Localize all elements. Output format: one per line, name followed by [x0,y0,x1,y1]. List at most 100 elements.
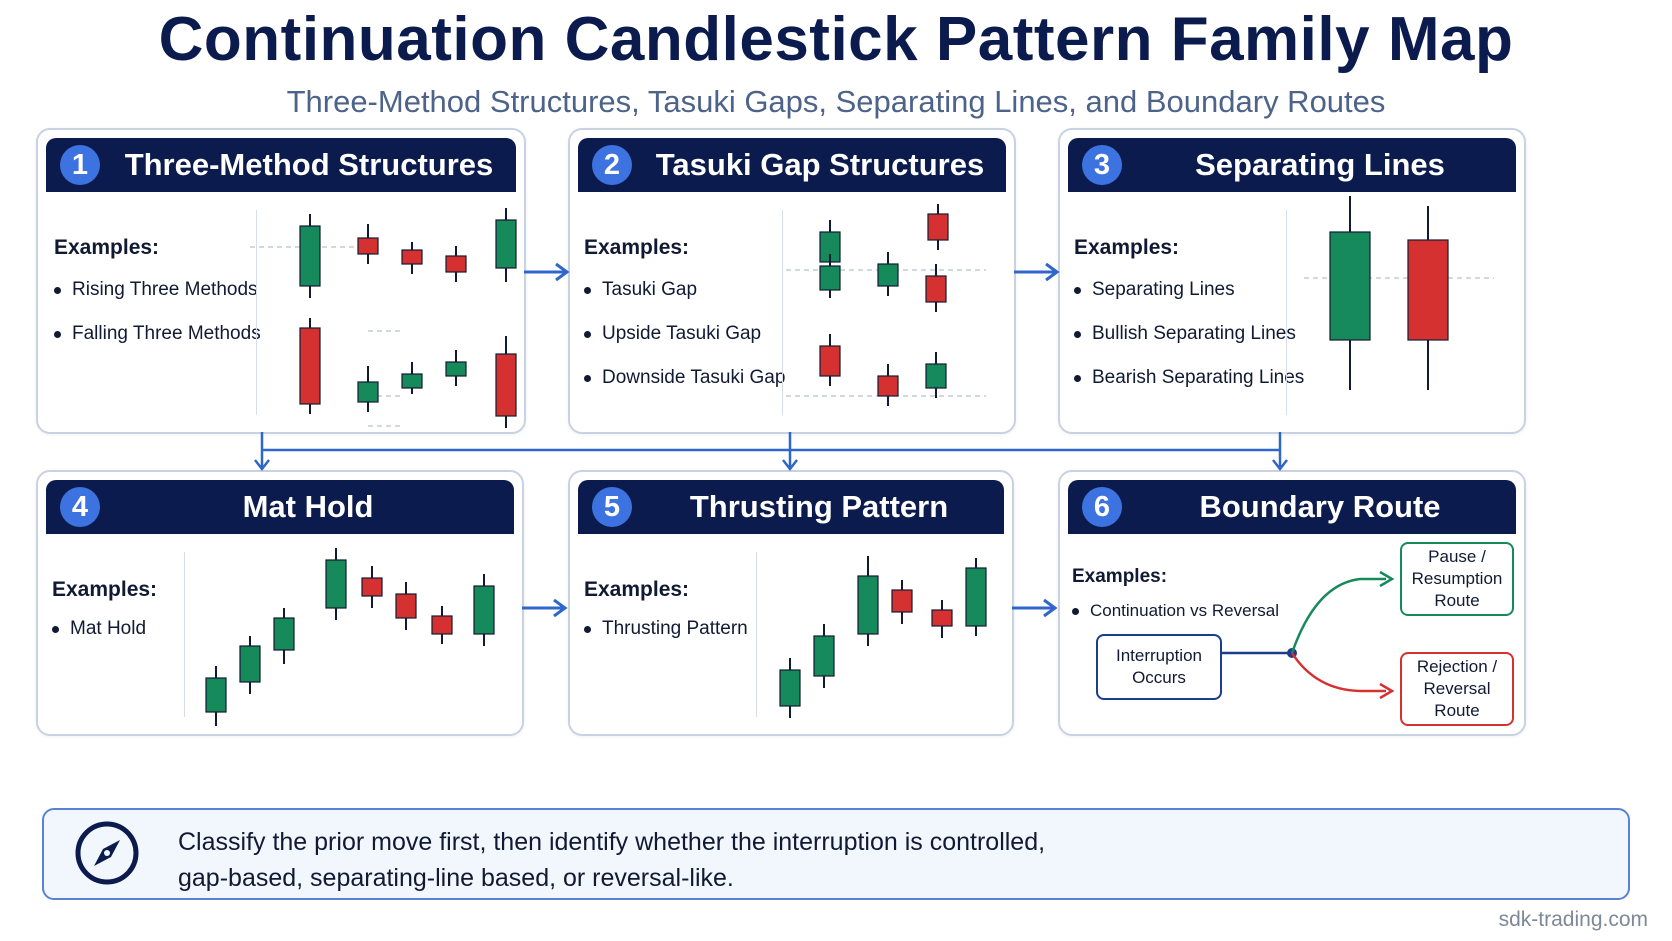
panel-header: 6 Boundary Route [1068,480,1516,534]
row-connector-lines [254,432,1288,472]
three-method-candles [250,208,517,428]
bearish-candle [299,318,321,414]
bullish-candle [205,666,227,726]
rejection-reversal-label: Rejection / Reversal Route [1417,656,1497,722]
bearish-candle [931,600,953,638]
panel-number-badge: 2 [592,145,632,185]
example-item: Bearish Separating Lines [1072,363,1304,407]
example-item: Continuation vs Reversal [1070,596,1279,640]
panel-title: Three-Method Structures [124,147,494,182]
arrow-right-icon [1012,598,1058,618]
bearish-candle [401,242,423,274]
examples-label: Examples: [584,236,690,259]
interruption-occurs-label: Interruption Occurs [1116,646,1202,687]
example-item: Upside Tasuki Gap [582,319,785,363]
examples-list: Tasuki Gap Upside Tasuki Gap Downside Ta… [582,275,785,407]
bullish-candle [325,548,347,620]
examples-label: Examples: [1072,566,1168,587]
bearish-candle [891,580,913,624]
bearish-candle [431,606,453,644]
panel-header: 5 Thrusting Pattern [578,480,1004,534]
bullish-candle [273,608,295,664]
panel-divider [782,210,783,415]
panel-thrusting: 5 Thrusting Pattern Examples: Thrusting … [568,470,1014,736]
compass-icon [75,821,139,885]
example-item: Separating Lines [1072,275,1304,319]
panel-header: 1 Three-Method Structures [46,138,516,192]
bearish-candle [357,224,379,264]
bearish-candle [819,334,841,386]
panel-three-method: 1 Three-Method Structures Examples: Risi… [36,128,526,434]
footer-text: Classify the prior move first, then iden… [178,824,1558,896]
bullish-candle [857,556,879,646]
bullish-candle [819,220,841,274]
panel-title: Tasuki Gap Structures [655,147,985,182]
footer-line: Classify the prior move first, then iden… [178,828,1046,856]
panel-header: 4 Mat Hold [46,480,514,534]
reject-line: Reversal [1423,679,1491,698]
pause-line: Pause / [1428,547,1486,566]
panel-title: Boundary Route [1199,489,1441,524]
panel-mat-hold: 4 Mat Hold Examples: Mat Hold [36,470,524,736]
examples-label: Examples: [584,578,690,601]
bullish-candle [1329,196,1371,390]
bullish-candle [401,362,423,394]
pause-resumption-box: Pause / Resumption Route [1400,542,1514,616]
panel-header: 2 Tasuki Gap Structures [578,138,1006,192]
panel-header: 3 Separating Lines [1068,138,1516,192]
example-item: Falling Three Methods [52,319,261,363]
bearish-candle [361,566,383,608]
panel-boundary-route: 6 Boundary Route Examples: Continuation … [1058,470,1526,736]
bearish-candle [1407,206,1449,390]
mat-hold-candles [205,548,495,726]
bearish-candle [495,336,517,428]
bullish-candle [473,574,495,646]
bearish-candle [445,246,467,282]
panel-divider [256,210,257,415]
panel-title: Thrusting Pattern [689,489,949,524]
pause-line: Resumption [1411,569,1503,588]
examples-label: Examples: [52,578,158,601]
bearish-candle [877,364,899,406]
example-item: Tasuki Gap [582,275,785,319]
bearish-candle [927,204,949,250]
panel-number-badge: 1 [60,145,100,185]
panel-number-badge: 5 [592,487,632,527]
example-item: Thrusting Pattern [582,614,748,658]
pause-resumption-label: Pause / Resumption Route [1412,546,1503,612]
panel-separating-lines: 3 Separating Lines Examples: Separating … [1058,128,1526,434]
panel-title: Mat Hold [242,489,374,524]
tasuki-gap-candles [786,204,986,406]
footer-tip-box: Classify the prior move first, then iden… [42,808,1630,900]
examples-label: Examples: [1074,236,1180,259]
page-subtitle: Three-Method Structures, Tasuki Gaps, Se… [286,84,1386,119]
reject-line: Rejection / [1416,657,1498,676]
examples-list: Rising Three Methods Falling Three Metho… [52,275,261,363]
arrow-right-icon [1014,262,1060,282]
panel-number-badge: 3 [1082,145,1122,185]
bullish-candle [239,636,261,694]
example-item: Rising Three Methods [52,275,261,319]
panel-divider [756,552,757,717]
interruption-occurs-box: Interruption Occurs [1096,634,1222,700]
examples-list: Mat Hold [50,614,146,658]
bullish-candle [877,252,899,296]
panel-number-badge: 6 [1082,487,1122,527]
examples-label: Examples: [54,236,160,259]
bullish-candle [445,350,467,386]
panel-divider [184,552,185,717]
bullish-candle [965,558,987,636]
brand-watermark: sdk-trading.com [1498,908,1648,931]
examples-list: Separating Lines Bullish Separating Line… [1072,275,1304,407]
panel-divider [1286,210,1287,415]
bullish-candle [925,352,947,398]
arrow-right-icon [522,598,568,618]
bearish-candle [925,264,947,312]
rejection-reversal-box: Rejection / Reversal Route [1400,652,1514,726]
page-title: Continuation Candlestick Pattern Family … [158,5,1514,74]
examples-list: Thrusting Pattern [582,614,748,658]
bullish-candle [299,214,321,298]
separating-lines-candles [1304,196,1494,390]
bullish-candle [357,366,379,412]
reject-line: Route [1434,701,1480,720]
